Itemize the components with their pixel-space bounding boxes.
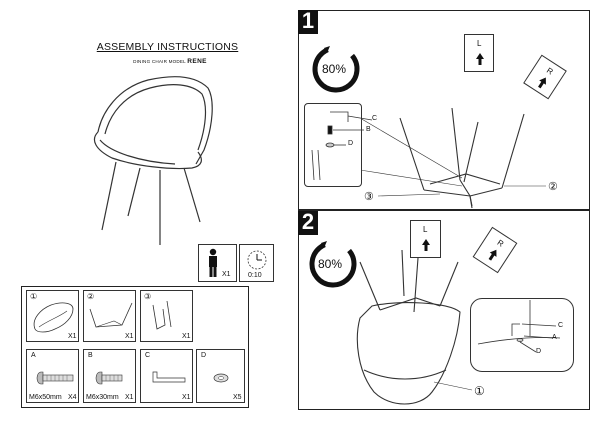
step-1-callout-2: ② (548, 181, 558, 193)
hardware-c: C X1 (140, 349, 193, 403)
step-1-detail-d: D (348, 140, 354, 147)
part-front-legs: ② X1 (83, 290, 136, 342)
allen-key-icon (152, 371, 186, 383)
title: ASSEMBLY INSTRUCTIONS (96, 41, 239, 53)
step-1-progress-label: 80% (322, 62, 347, 76)
step-2-number: 2 (298, 211, 318, 235)
part-qty: X1 (125, 333, 134, 340)
long-bolt-icon (36, 371, 74, 385)
seat-icon (33, 302, 74, 333)
step-1-number: 1 (298, 10, 318, 34)
short-bolt-icon (95, 371, 123, 385)
step-2-panel (298, 210, 590, 410)
up-arrow-icon (538, 77, 546, 89)
subtitle: DINING CHAIR MODEL RENE (100, 58, 240, 65)
part-id: ② (87, 292, 95, 301)
hardware-qty: X4 (68, 394, 77, 401)
step-1-detail-b: B (366, 126, 371, 133)
part-seat: ① X1 (26, 290, 79, 342)
hardware-size: M6x50mm (29, 394, 62, 401)
time-value: 0:10 (248, 272, 262, 279)
hardware-size: M6x30mm (86, 394, 119, 401)
hardware-id: B (88, 352, 93, 359)
hardware-d: D X5 (196, 349, 245, 403)
left-label: L (423, 225, 428, 234)
step-1-detail-c: C (372, 115, 378, 122)
front-legs-icon (89, 302, 133, 328)
clock-icon (247, 250, 267, 270)
hardware-id: C (145, 352, 151, 359)
step-1-callout-3: ③ (364, 191, 374, 203)
person-icon (209, 248, 217, 277)
hardware-id: D (201, 352, 207, 359)
step-2-detail-a: A (552, 334, 557, 341)
part-qty: X1 (68, 333, 77, 340)
back-legs-icon (152, 300, 172, 330)
step-2-detail-d: D (536, 348, 542, 355)
step-1-left-tag: L (464, 34, 494, 72)
hardware-id: A (31, 352, 36, 359)
hardware-qty: X1 (125, 394, 134, 401)
parts-list (21, 286, 249, 408)
step-1-detail-inset (304, 103, 362, 187)
part-qty: X1 (182, 333, 191, 340)
subtitle-prefix: DINING CHAIR MODEL (133, 59, 186, 64)
hardware-a: A M6x50mm X4 (26, 349, 79, 403)
step-2-right-tag: R (472, 226, 518, 274)
step-2-callout-1: ① (474, 384, 485, 398)
step-2-detail-inset (470, 298, 574, 372)
time-box: 0:10 (239, 244, 274, 282)
people-count: X1 (222, 271, 231, 278)
part-id: ① (30, 292, 38, 301)
step-2-left-tag: L (410, 220, 441, 258)
washer-icon (213, 373, 229, 383)
left-label: L (477, 39, 482, 48)
step-2-detail-c: C (558, 322, 564, 329)
up-arrow-icon (476, 53, 484, 65)
model-name: RENE (187, 58, 207, 65)
hardware-qty: X1 (182, 394, 191, 401)
part-id: ③ (144, 292, 152, 301)
part-back-legs: ③ X1 (140, 290, 193, 342)
up-arrow-icon (488, 249, 497, 261)
hardware-qty: X5 (233, 394, 242, 401)
people-count-box: X1 (198, 244, 237, 282)
step-2-progress-label: 80% (318, 257, 343, 271)
step-1-panel (298, 10, 590, 210)
step-1-right-tag: R (523, 54, 567, 100)
up-arrow-icon (422, 239, 430, 251)
hardware-b: B M6x30mm X1 (83, 349, 136, 403)
